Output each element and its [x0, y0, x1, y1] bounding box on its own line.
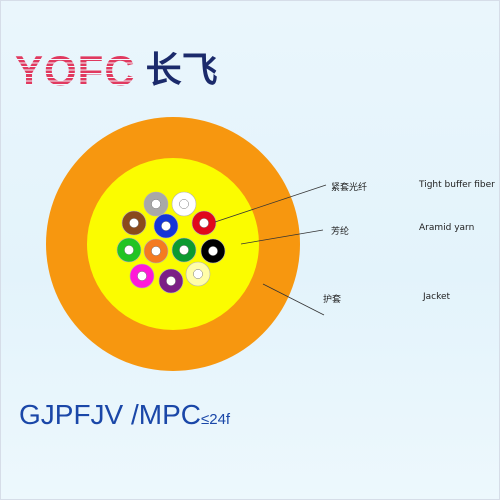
fiber-core	[151, 199, 161, 209]
fiber-core	[166, 276, 176, 286]
label-jacket-cn: 护套	[323, 295, 342, 305]
fiber-count: ≤24f	[201, 411, 231, 428]
model-name: GJPFJV /MPC	[19, 399, 202, 430]
label-tight-buffer-en: Tight buffer fiber	[419, 180, 495, 190]
label-aramid-en: Aramid yarn	[419, 223, 475, 233]
yofc-logo: YOFC 长飞	[15, 49, 218, 93]
logo-cjk-text: 长飞	[145, 50, 218, 91]
fiber-core	[151, 246, 161, 256]
leader-line-aramid	[240, 229, 324, 245]
fiber-core	[179, 245, 189, 255]
tight-buffer-fibers	[116, 191, 226, 294]
fiber-core	[193, 269, 203, 279]
model-number: GJPFJV /MPC≤24f	[19, 399, 230, 431]
fiber-core	[161, 221, 171, 231]
fiber-core	[179, 199, 189, 209]
logo-latin-text: YOFC	[15, 47, 136, 94]
label-tight-buffer-cn: 紧套光纤	[331, 183, 368, 193]
leader-line-tight-buffer	[214, 184, 327, 223]
label-jacket-en: Jacket	[423, 292, 451, 302]
fiber-core	[129, 218, 139, 228]
fiber-core	[208, 246, 218, 256]
label-aramid-cn: 芳纶	[331, 227, 350, 237]
aramid-yarn-layer	[87, 158, 259, 330]
fiber-core	[199, 218, 209, 228]
fiber-core	[124, 245, 134, 255]
fiber-core	[137, 271, 147, 281]
leader-line-jacket	[262, 283, 325, 316]
